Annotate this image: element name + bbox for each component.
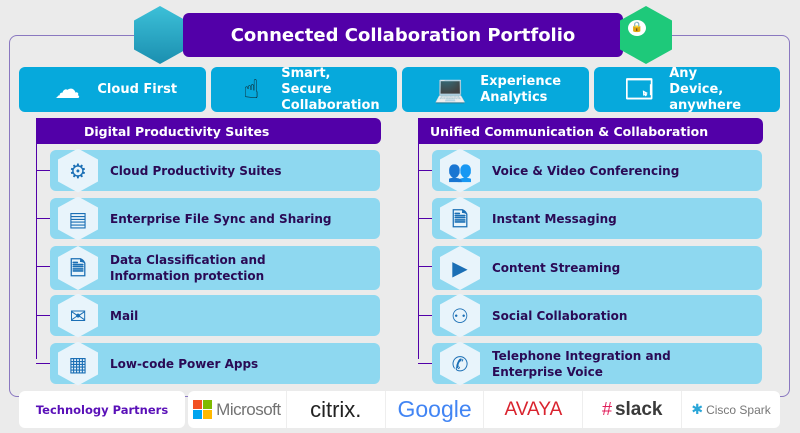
item-label: Enterprise File Sync and Sharing: [110, 211, 332, 226]
telephone-icon: ✆: [440, 341, 480, 386]
list-item: ⚇ Social Collaboration: [418, 293, 762, 338]
social-network-icon: ⚇: [440, 293, 480, 338]
page-title: Connected Collaboration Portfolio: [183, 13, 623, 57]
unified-communication-column: Unified Communication & Collaboration 👥 V…: [418, 118, 763, 386]
technology-partners: Technology Partners Microsoft citrix. Go…: [19, 391, 780, 428]
list-item: ✉ Mail: [36, 293, 380, 338]
list-item: ▤ Enterprise File Sync and Sharing: [36, 196, 380, 241]
feature-label: Experience Analytics: [480, 73, 562, 105]
section-header: Unified Communication & Collaboration: [418, 118, 763, 144]
item-label: Instant Messaging: [492, 211, 617, 226]
partners-label: Technology Partners: [19, 391, 185, 428]
item-label: Data Classification and Information prot…: [110, 253, 266, 283]
feature-smart-secure: ☝ Smart, Secure Collaboration: [210, 65, 397, 113]
item-label: Mail: [110, 308, 139, 323]
digital-productivity-column: Digital Productivity Suites ⚙ Cloud Produ…: [36, 118, 381, 386]
cloud-gear-icon: ⚙: [58, 148, 98, 193]
citrix-logo: citrix.: [287, 391, 386, 428]
list-item: ▶ Content Streaming: [418, 246, 762, 290]
logo-text: Cisco Spark: [706, 402, 771, 417]
item-label: Social Collaboration: [492, 308, 628, 323]
list-item: ⚙ Cloud Productivity Suites: [36, 148, 380, 193]
logo-text: citrix.: [310, 396, 362, 422]
item-label: Voice & Video Conferencing: [492, 163, 680, 178]
list-item: 🗎 Data Classification and Information pro…: [36, 246, 380, 290]
item-label: Low-code Power Apps: [110, 356, 259, 371]
avaya-logo: AVAYA: [484, 391, 584, 428]
logo-text: AVAYA: [504, 398, 563, 420]
video-conference-icon: 👥: [440, 148, 480, 193]
connector-line: [418, 144, 419, 359]
device-location-icon: 🗔: [625, 74, 654, 105]
phone-stream-icon: ▶: [440, 246, 480, 290]
list-item: ✆ Telephone Integration and Enterprise Vo…: [418, 341, 762, 386]
worker-illustration-icon: [134, 6, 186, 64]
microsoft-logo: Microsoft: [188, 391, 287, 428]
presentation-icon: ▦: [58, 341, 98, 386]
touch-icon: ☝: [243, 74, 260, 105]
secure-relax-illustration-icon: 🔒: [620, 6, 672, 64]
feature-label: Cloud First: [97, 81, 178, 97]
list-item: 🗎 Instant Messaging: [418, 196, 762, 241]
list-item: 👥 Voice & Video Conferencing: [418, 148, 762, 193]
item-label: Content Streaming: [492, 261, 621, 275]
server-share-icon: ▤: [58, 196, 98, 241]
google-logo: Google: [386, 391, 485, 428]
logo-text: slack: [614, 398, 663, 420]
slack-logo: #slack: [583, 391, 683, 428]
item-label: Telephone Integration and Enterprise Voi…: [492, 348, 671, 379]
connector-line: [36, 144, 37, 359]
logo-text: Google: [397, 396, 472, 422]
chat-document-icon: 🗎: [440, 196, 480, 241]
microsoft-icon: [193, 400, 213, 419]
item-label: Cloud Productivity Suites: [110, 163, 282, 178]
cisco-spark-logo: ✱Cisco Spark: [682, 391, 780, 428]
slack-icon: #: [601, 399, 612, 419]
document-info-icon: 🗎: [58, 246, 98, 290]
feature-cloud-first: ☁ Cloud First: [19, 67, 206, 112]
mail-icon: ✉: [58, 293, 98, 338]
feature-experience-analytics: 💻 Experience Analytics: [402, 67, 589, 112]
cisco-spark-icon: ✱: [691, 401, 704, 417]
feature-label: Any Device, anywhere: [669, 65, 742, 113]
section-header: Digital Productivity Suites: [36, 118, 381, 144]
cloud-icon: ☁: [54, 74, 81, 105]
list-item: ▦ Low-code Power Apps: [36, 341, 380, 386]
feature-any-device: 🗔 Any Device, anywhere: [593, 65, 780, 113]
logo-text: Microsoft: [216, 399, 281, 419]
feature-tiles: ☁ Cloud First ☝ Smart, Secure Collaboratio…: [19, 65, 780, 113]
partner-logos: Microsoft citrix. Google AVAYA #slack ✱C…: [188, 391, 780, 428]
laptop-analytics-icon: 💻: [434, 74, 467, 105]
feature-label: Smart, Secure Collaboration: [281, 65, 380, 113]
